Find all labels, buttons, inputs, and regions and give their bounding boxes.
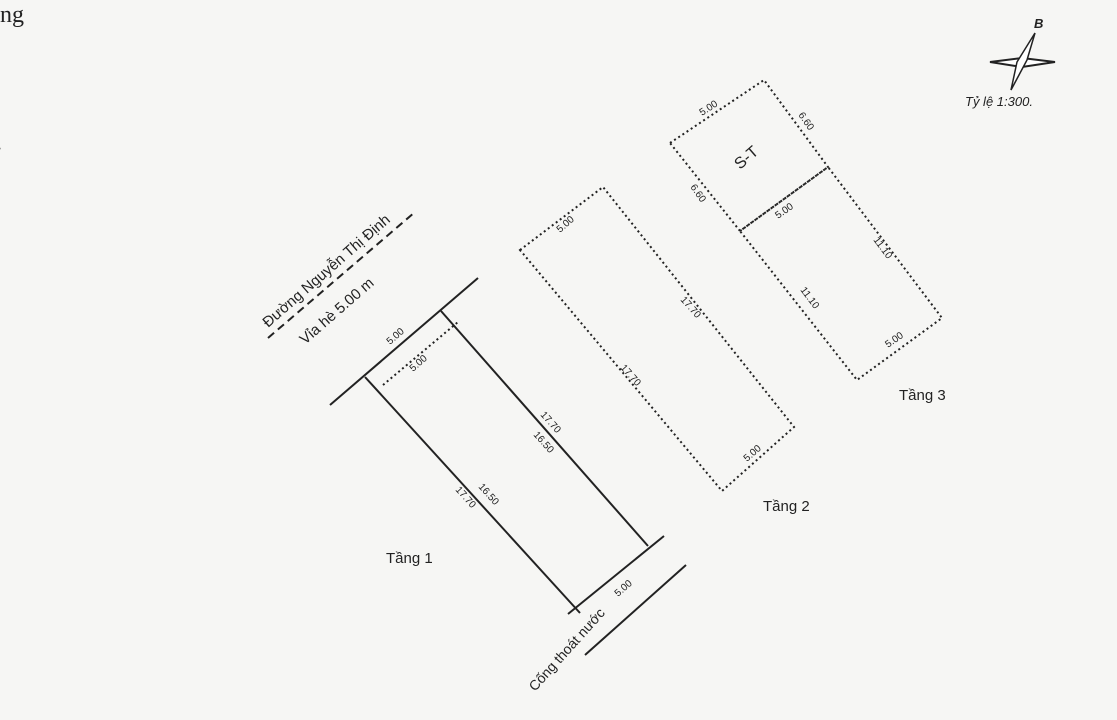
floor-3-inner-side: 11.10 xyxy=(798,285,822,311)
cropped-text-fragment: ng xyxy=(0,2,24,28)
floor-1-plot xyxy=(329,277,687,656)
setback-line xyxy=(382,321,459,386)
room-label: S-T xyxy=(731,143,762,173)
cropped-text-dot: . xyxy=(0,130,2,157)
floor-2-outline xyxy=(518,185,796,493)
floor-2-label: Tầng 2 xyxy=(763,498,810,515)
dim-front: 5.00 xyxy=(385,326,407,347)
floor-3-label: Tầng 3 xyxy=(899,387,946,404)
floor-3-left-side: 6.60 xyxy=(688,182,708,205)
dim-inner-front: 5.00 xyxy=(408,353,430,374)
floor-2-side: 17.70 xyxy=(678,295,703,321)
north-label: B xyxy=(1034,16,1043,31)
drain-label: Cống thoát nước xyxy=(525,605,608,694)
floor-2-side-inner: 17.70 xyxy=(618,363,643,389)
road-line xyxy=(267,211,416,339)
left-boundary xyxy=(364,376,581,614)
floor-1-label: Tầng 1 xyxy=(386,550,433,567)
drain-line xyxy=(584,564,687,656)
back-boundary xyxy=(567,535,665,615)
dim-back: 5.00 xyxy=(613,578,635,599)
dim-right-inner: 16.50 xyxy=(531,430,556,456)
floor-3-top: 5.00 xyxy=(698,98,721,118)
scale-label: Tỷ lệ 1:300. xyxy=(965,94,1033,109)
frontage-line xyxy=(329,277,479,406)
floor-2-back: 5.00 xyxy=(742,443,764,464)
floor-3-outline xyxy=(738,165,944,382)
floor-3-right-side: 11.10 xyxy=(871,235,895,261)
floor-3-back: 5.00 xyxy=(883,330,906,350)
floor-2-front: 5.00 xyxy=(555,214,577,235)
floor-3-top-side: 6.60 xyxy=(796,110,816,133)
floor-3-room-outline xyxy=(668,78,830,233)
compass-icon xyxy=(989,32,1056,91)
right-boundary xyxy=(440,310,649,547)
